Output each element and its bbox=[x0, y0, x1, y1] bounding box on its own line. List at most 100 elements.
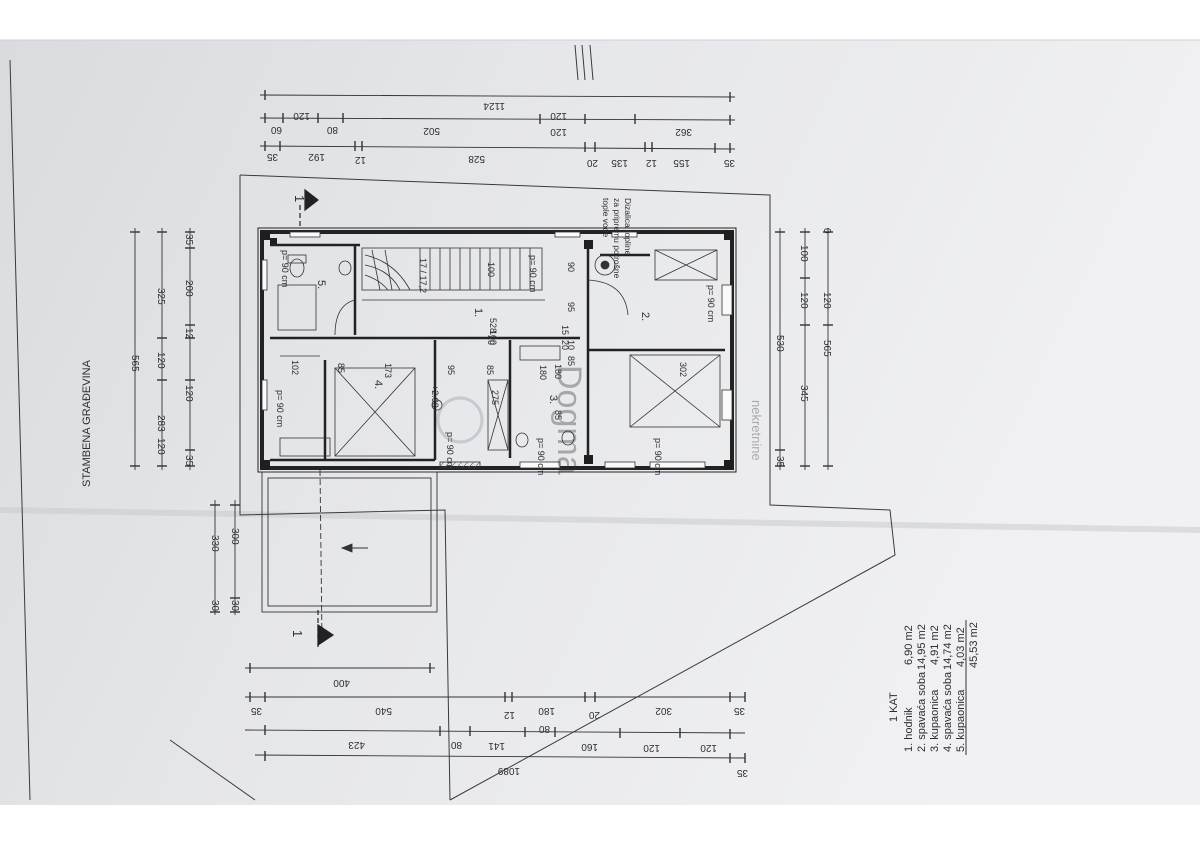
top-dim: 362 bbox=[675, 126, 692, 137]
door-label: p= 90 cm bbox=[280, 250, 290, 287]
inner-dim: 95 bbox=[566, 302, 576, 312]
right-dim: 100 bbox=[798, 245, 809, 262]
room-labels: 1. 528 2. 302 3. 180 4. 173 5. 102 bbox=[290, 280, 688, 404]
heater-note-line: Dizalica topline bbox=[623, 198, 633, 255]
right-dim: 35 bbox=[774, 456, 785, 468]
watermark-logo: Dogma bbox=[550, 365, 588, 475]
top-dim: 192 bbox=[308, 151, 325, 162]
room-sub: 173 bbox=[383, 363, 393, 378]
bathroom-5-fixtures bbox=[277, 254, 356, 336]
heater-note-line: za pripremu potrošne bbox=[612, 198, 622, 279]
left-dim: 35 bbox=[183, 455, 194, 467]
watermark: Dogma nekretnine bbox=[436, 365, 764, 475]
section-marker: 1 bbox=[290, 630, 305, 637]
bottom-dim: 12 bbox=[503, 709, 515, 720]
left-dim: 200 bbox=[183, 280, 194, 297]
level-mark: +2.90 bbox=[430, 385, 440, 408]
door-label: p= 90 cm bbox=[275, 390, 285, 427]
inner-dim: 85 bbox=[553, 410, 563, 420]
bottom-dimension-lines bbox=[244, 663, 746, 763]
top-dimension-labels: 1124 60 120 80 502 120 120 362 35 192 12… bbox=[266, 100, 735, 168]
staircase bbox=[361, 247, 545, 301]
left-dim: 300 bbox=[229, 528, 240, 545]
bottom-dim: 423 bbox=[348, 739, 365, 750]
inner-dim: 85 bbox=[566, 356, 576, 366]
left-dim: 120 bbox=[155, 438, 166, 455]
top-dim: 155 bbox=[673, 157, 690, 168]
bottom-dim: 20 bbox=[588, 709, 600, 720]
door-label: p= 90 cm bbox=[536, 438, 546, 475]
right-dimension-labels: 530 35 100 120 345 0 120 565 bbox=[774, 228, 832, 468]
legend-row-area: 14,95 m2 bbox=[916, 624, 928, 670]
left-dim: 30 bbox=[229, 600, 240, 612]
room-number: 1. bbox=[472, 308, 484, 317]
room-number: 5. bbox=[315, 280, 327, 289]
balcony bbox=[261, 469, 438, 641]
room-number: 3. bbox=[547, 395, 559, 404]
building-plan: 1 1 bbox=[257, 188, 737, 650]
room-number: 2. bbox=[639, 312, 651, 321]
legend-row-area: 4,03 m2 bbox=[955, 627, 967, 667]
room-sub: 528 bbox=[488, 318, 498, 333]
inner-dim: 85 bbox=[336, 363, 346, 373]
left-dimension-lines bbox=[130, 228, 240, 615]
left-dim: 12 bbox=[183, 328, 194, 340]
windows bbox=[261, 231, 733, 469]
bathroom-3-fixtures bbox=[487, 345, 575, 451]
legend-row-name: 3. kupaonica bbox=[929, 689, 941, 752]
bottom-dim: 35 bbox=[733, 705, 745, 716]
inner-dim: 180 bbox=[538, 365, 548, 380]
top-dimension-lines bbox=[259, 90, 736, 153]
top-dim: 120 bbox=[550, 126, 567, 137]
right-dim: 120 bbox=[821, 292, 832, 309]
section-marker: 1 bbox=[292, 195, 307, 202]
right-dimension-lines bbox=[775, 228, 833, 470]
inner-dim: 20 bbox=[486, 335, 496, 345]
bottom-dim: 400 bbox=[333, 677, 350, 688]
stair-label: 17 / 17,2 bbox=[418, 258, 428, 293]
bottom-dim: 1089 bbox=[497, 765, 520, 776]
heater-note-line: tople vode bbox=[601, 198, 611, 237]
right-dim: 565 bbox=[821, 340, 832, 357]
door-label: p= 90 cm bbox=[445, 432, 455, 469]
top-dim: 35 bbox=[266, 151, 278, 162]
right-dim: 120 bbox=[798, 292, 809, 309]
bottom-dim: 120 bbox=[700, 742, 717, 753]
top-dim: 12 bbox=[645, 157, 657, 168]
top-dim: 60 bbox=[270, 124, 282, 135]
top-dim: 12 bbox=[354, 154, 366, 165]
site-boundary bbox=[9, 44, 896, 801]
bedroom-4-bed bbox=[279, 355, 416, 457]
inner-dim: 20 bbox=[560, 340, 570, 350]
room-number: 4. bbox=[372, 380, 384, 389]
room-sub: 302 bbox=[678, 362, 688, 377]
bottom-dim: 141 bbox=[488, 740, 505, 751]
legend: 1 KAT 1. hodnik 6,90 m2 2. spavaća soba … bbox=[888, 620, 980, 755]
inner-dimensions: 100 100 90 95 15 20 10 85 95 85 85 20 18… bbox=[336, 262, 576, 420]
inner-dim: 85 bbox=[485, 365, 495, 375]
heater-note: Dizalica topline za pripremu potrošne to… bbox=[601, 198, 633, 279]
legend-row-area: 14,74 m2 bbox=[942, 624, 954, 670]
right-dim: 530 bbox=[774, 335, 785, 352]
bottom-dimension-labels: 400 35 540 12 180 20 302 35 423 80 141 8… bbox=[250, 677, 748, 778]
bottom-dim: 80 bbox=[538, 723, 550, 734]
bottom-dim: 80 bbox=[450, 739, 462, 750]
left-dim: 120 bbox=[155, 352, 166, 369]
right-dim: 0 bbox=[821, 228, 832, 234]
bedroom-2-furniture bbox=[587, 249, 721, 428]
bottom-dim: 180 bbox=[538, 705, 555, 716]
left-dimension-labels: 565 325 120 283 35 200 12 120 120 35 330… bbox=[129, 234, 240, 612]
room-sub: 102 bbox=[290, 360, 300, 375]
inner-dim: 95 bbox=[446, 365, 456, 375]
inner-dim: 90 bbox=[566, 262, 576, 272]
legend-row-name: 2. spavaća soba bbox=[916, 671, 928, 752]
top-dim: 35 bbox=[723, 157, 735, 168]
inner-dim: 100 bbox=[486, 262, 496, 277]
top-dim: 1124 bbox=[483, 100, 505, 111]
inner-dim: 275 bbox=[490, 390, 500, 405]
top-dim: 120 bbox=[293, 110, 310, 121]
bottom-dim: 302 bbox=[655, 705, 672, 716]
door-labels: p= 90 cm p= 90 cm p= 90 cm p= 90 cm p= 9… bbox=[275, 250, 716, 475]
left-dim: 325 bbox=[155, 288, 166, 305]
